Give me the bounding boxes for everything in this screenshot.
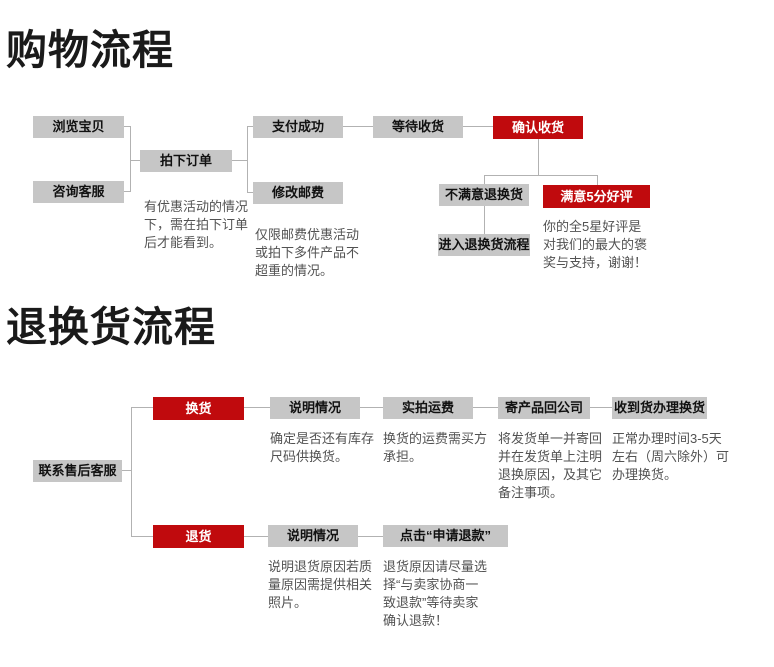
node-exchange: 换货	[153, 397, 244, 420]
node-five-star-praise: 满意5分好评	[543, 185, 650, 208]
connector-line	[597, 175, 598, 185]
node-consult-service: 咨询客服	[33, 181, 124, 203]
note-refund-explain: 说明退货原因若质 量原因需提供相关 照片。	[268, 559, 373, 610]
connector-line	[247, 126, 253, 127]
node-payment-success: 支付成功	[253, 116, 343, 138]
connector-line	[232, 160, 247, 161]
connector-line	[247, 192, 253, 193]
node-receive-exchange: 收到货办理换货	[612, 397, 707, 419]
connector-line	[131, 407, 132, 537]
connector-line	[131, 536, 153, 537]
connector-line	[130, 160, 140, 161]
node-refund: 退货	[153, 525, 244, 548]
section-title-returns: 退换货流程	[6, 304, 216, 350]
note-receive: 正常办理时间3-5天 左右（周六除外）可 办理换货。	[612, 431, 730, 482]
connector-line	[131, 407, 153, 408]
connector-line	[247, 126, 248, 193]
connector-line	[590, 407, 612, 408]
note-sendback: 将发货单一并寄回 并在发货单上注明 退换原因，及其它 备注事项。	[498, 431, 603, 500]
note-apply-refund: 退货原因请尽量选 择“与卖家协商一 致退款”等待卖家 确认退款！	[383, 559, 488, 628]
node-contact-aftersales: 联系售后客服	[33, 460, 122, 482]
node-refund-explain: 说明情况	[268, 525, 358, 547]
node-actual-freight: 实拍运费	[383, 397, 473, 419]
node-unsatisfied-return: 不满意退换货	[439, 184, 529, 206]
connector-line	[473, 407, 498, 408]
note-order: 有优惠活动的情况 下，需在拍下订单 后才能看到。	[144, 199, 249, 250]
connector-line	[130, 126, 131, 192]
node-confirm-receipt: 确认收货	[493, 116, 583, 139]
note-postage: 仅限邮费优惠活动 或拍下多件产品不 超重的情况。	[255, 227, 360, 278]
connector-line	[122, 470, 131, 471]
note-praise: 你的全5星好评是 对我们的最大的褒 奖与支持，谢谢！	[543, 219, 648, 270]
connector-line	[244, 407, 270, 408]
note-exchange-explain: 确定是否还有库存 尺码供换货。	[270, 431, 375, 464]
node-browse-items: 浏览宝贝	[33, 116, 124, 138]
node-modify-postage: 修改邮费	[253, 182, 343, 204]
connector-line	[484, 175, 485, 184]
connector-line	[358, 536, 383, 537]
section-title-shopping: 购物流程	[6, 27, 174, 73]
node-send-back: 寄产品回公司	[498, 397, 590, 419]
connector-line	[538, 139, 539, 176]
connector-line	[463, 126, 493, 127]
connector-line	[343, 126, 373, 127]
node-enter-return-flow: 进入退换货流程	[438, 234, 530, 256]
node-place-order: 拍下订单	[140, 150, 232, 172]
connector-line	[124, 126, 131, 127]
node-wait-delivery: 等待收货	[373, 116, 463, 138]
connector-line	[244, 536, 268, 537]
connector-line	[124, 191, 131, 192]
connector-line	[484, 175, 597, 176]
node-exchange-explain: 说明情况	[270, 397, 360, 419]
node-apply-refund: 点击“申请退款”	[383, 525, 508, 547]
connector-line	[360, 407, 383, 408]
connector-line	[484, 206, 485, 234]
note-freight: 换货的运费需买方 承担。	[383, 431, 488, 464]
